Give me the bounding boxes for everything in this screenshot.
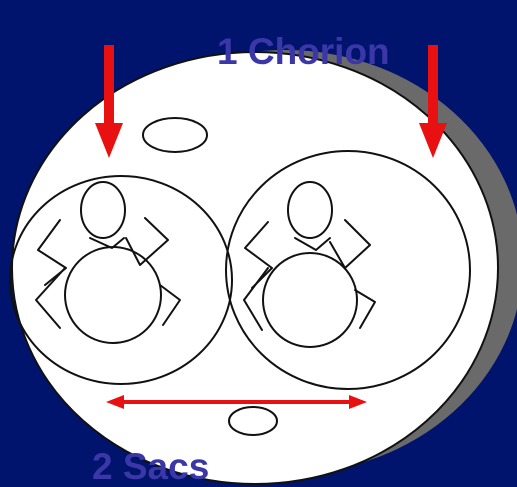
chorion — [12, 52, 498, 484]
chorion-label: 1 Chorion — [217, 33, 390, 70]
arrow-down-left-shaft — [104, 45, 114, 123]
sacs-label: 2 Sacs — [92, 448, 209, 485]
arrow-down-right-shaft — [428, 45, 438, 123]
